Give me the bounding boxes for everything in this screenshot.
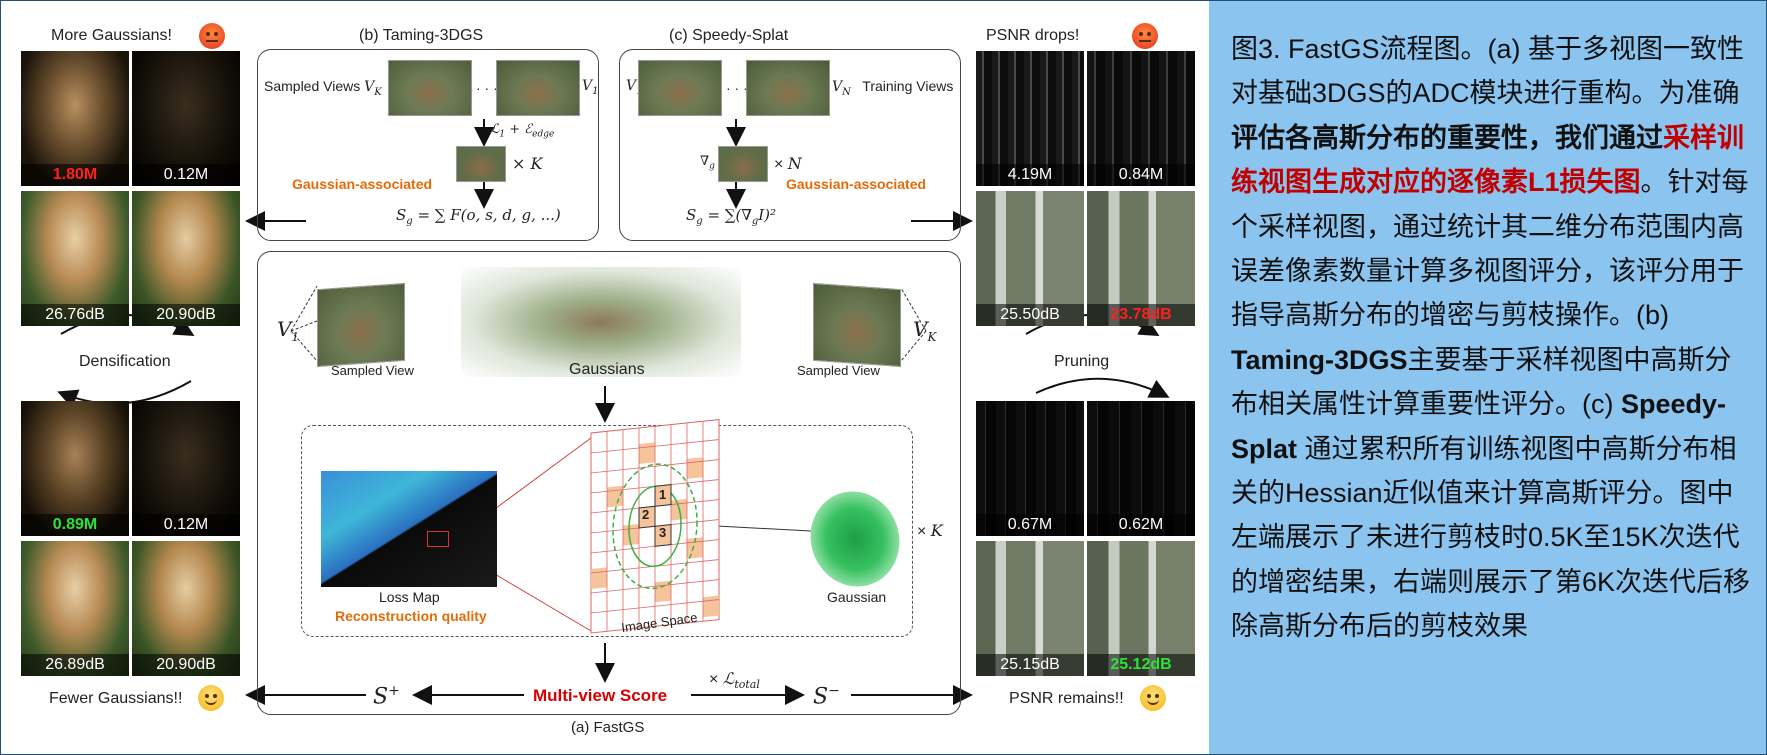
times-n: × N — [774, 154, 802, 173]
psnr-drops-label: PSNR drops! — [986, 27, 1080, 44]
fastgs-title: (a) FastGS — [571, 719, 645, 736]
speedy-title: (c) Speedy-Splat — [669, 27, 789, 44]
sampled-view-thumb — [388, 60, 472, 116]
smiling-face-icon — [1140, 685, 1166, 711]
pruning-label: Pruning — [1054, 353, 1110, 370]
training-view-thumb — [638, 60, 722, 116]
count-value: 0.67M — [1007, 516, 1053, 533]
count-value: 0.62M — [1118, 516, 1164, 533]
gradient-thumb — [718, 146, 768, 182]
sampled-views-label: Sampled Views VK — [264, 78, 382, 98]
ellipsis: · · · — [726, 80, 748, 96]
left-bottom-image-3: 26.89dB — [21, 541, 129, 676]
grid-number-3: 3 — [659, 525, 667, 540]
psnr-value: 26.89dB — [45, 656, 105, 673]
right-bottom-image-3: 25.15dB — [976, 541, 1084, 676]
psnr-value: 25.12dB — [1110, 656, 1172, 673]
caption-text: 图3. FastGS流程图。(a) 基于多视图一致性对基础3DGS的ADC模块进… — [1231, 34, 1751, 642]
caption-panel: 图3. FastGS流程图。(a) 基于多视图一致性对基础3DGS的ADC模块进… — [1209, 1, 1766, 754]
taming-3dgs-box: Sampled Views VK · · · V1 ℒ1 + ℰedge × K… — [257, 49, 599, 241]
training-view-thumb — [746, 60, 830, 116]
times-k: × K — [512, 154, 543, 173]
psnr-value: 25.50dB — [1000, 306, 1060, 323]
psnr-value: 23.78dB — [1110, 306, 1172, 323]
ellipsis: · · · — [476, 80, 498, 96]
score-formula: Sg = ∑ F(o, s, d, g, ...) — [396, 206, 561, 227]
fastgs-box — [257, 251, 961, 715]
fewer-gaussians-label: Fewer Gaussians!! — [49, 690, 183, 707]
densification-label: Densification — [79, 353, 171, 370]
v1-symbol: V1 — [277, 317, 300, 344]
s-minus: S− — [813, 683, 840, 710]
left-bottom-image-4: 20.90dB — [132, 541, 240, 676]
loss-map-image — [321, 471, 497, 587]
loss-formula: ℒ1 + ℰedge — [490, 122, 555, 140]
sampled-view-right-label: Sampled View — [797, 363, 880, 378]
left-bottom-image-2: 0.12M — [132, 401, 240, 536]
sampled-view-left-label: Sampled View — [331, 363, 414, 378]
score-formula: Sg = ∑(∇gI)² — [686, 206, 777, 227]
right-top-image-3: 25.50dB — [976, 191, 1084, 326]
training-views-label: VN Training Views — [832, 78, 954, 98]
left-top-image-1: 1.80M — [21, 51, 129, 186]
gradient-symbol: ∇g — [700, 154, 715, 172]
fastgs-figure: More Gaussians! 1.80M 0.12M 26.76dB 20.9… — [1, 1, 1209, 754]
s-plus: S+ — [373, 683, 400, 710]
count-value: 0.12M — [163, 516, 209, 533]
angry-face-icon — [199, 23, 225, 49]
gaussians-label: Gaussians — [569, 361, 645, 378]
psnr-value: 25.15dB — [1000, 656, 1060, 673]
gaussian-associated-label: Gaussian-associated — [786, 176, 927, 192]
right-bottom-image-4: 25.12dB — [1087, 541, 1195, 676]
total-loss-formula: × ℒtotal — [709, 669, 760, 692]
left-bottom-image-1: 0.89M — [21, 401, 129, 536]
left-top-image-2: 0.12M — [132, 51, 240, 186]
loss-map-label: Loss Map — [379, 589, 440, 605]
edge-thumb — [456, 146, 506, 182]
angry-face-icon — [1132, 23, 1158, 49]
times-k: × K — [917, 521, 943, 540]
right-top-image-1: 4.19M — [976, 51, 1084, 186]
image-space-grid — [590, 418, 720, 634]
right-top-image-4: 23.78dB — [1087, 191, 1195, 326]
psnr-value: 26.76dB — [45, 306, 105, 323]
grid-number-2: 2 — [642, 507, 650, 522]
right-top-image-2: 0.84M — [1087, 51, 1195, 186]
right-bottom-image-2: 0.62M — [1087, 401, 1195, 536]
gaussian-label: Gaussian — [827, 589, 887, 605]
left-top-image-3: 26.76dB — [21, 191, 129, 326]
gaussian-associated-label: Gaussian-associated — [292, 176, 433, 192]
count-value: 0.84M — [1118, 166, 1164, 183]
count-value: 4.19M — [1007, 166, 1053, 183]
multi-view-score-label: Multi-view Score — [533, 686, 668, 705]
right-bottom-image-1: 0.67M — [976, 401, 1084, 536]
grid-number-1: 1 — [659, 487, 667, 502]
taming-title: (b) Taming-3DGS — [359, 27, 484, 44]
left-top-image-4: 20.90dB — [132, 191, 240, 326]
count-value: 0.12M — [163, 166, 209, 183]
speedy-splat-box: V1 · · · VN Training Views ∇g × N Gaussi… — [619, 49, 961, 241]
vk-symbol: VK — [913, 317, 937, 344]
psnr-value: 20.90dB — [156, 306, 216, 323]
sampled-view-thumb — [496, 60, 580, 116]
smiling-face-icon — [198, 685, 224, 711]
reconstruction-quality-label: Reconstruction quality — [335, 608, 487, 624]
count-value: 1.80M — [52, 166, 98, 183]
count-value: 0.89M — [52, 516, 98, 533]
gaussians-pointcloud — [461, 267, 741, 377]
psnr-value: 20.90dB — [156, 656, 216, 673]
more-gaussians-label: More Gaussians! — [51, 27, 172, 44]
reconstruction-dashed-box — [301, 425, 913, 637]
psnr-remains-label: PSNR remains!! — [1009, 690, 1124, 707]
v1-symbol: V1 — [582, 78, 599, 97]
